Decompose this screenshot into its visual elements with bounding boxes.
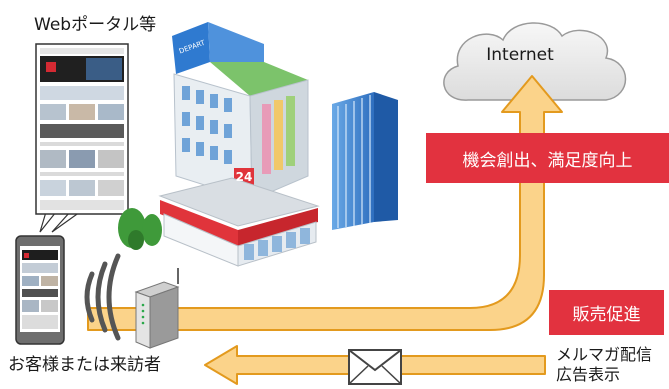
- web-portal-screenshot: [35, 43, 129, 233]
- promotion-badge: 販売促進: [549, 290, 664, 335]
- mail-envelope-icon: [348, 349, 402, 385]
- smartphone-icon: [15, 235, 65, 345]
- wireless-signal-icon: [84, 253, 121, 341]
- flow-arrow-up: [87, 75, 563, 331]
- office-building: [332, 92, 398, 230]
- customer-label: お客様または来訪者: [8, 355, 161, 375]
- web-portal-label: Webポータル等: [34, 15, 157, 35]
- opportunity-badge: 機会創出、満足度向上: [426, 133, 669, 183]
- convenience-store-building: [118, 168, 320, 267]
- mail-label-line1: メルマガ配信: [556, 345, 653, 364]
- internet-cloud: [443, 22, 627, 101]
- department-store-building: [172, 22, 309, 201]
- internet-label: Internet: [486, 45, 554, 65]
- convenience-store-sign: 24: [235, 170, 253, 184]
- mail-label-line2: 広告表示: [556, 365, 621, 384]
- mail-label: メルマガ配信 広告表示: [556, 345, 652, 385]
- router-icon: [134, 268, 180, 349]
